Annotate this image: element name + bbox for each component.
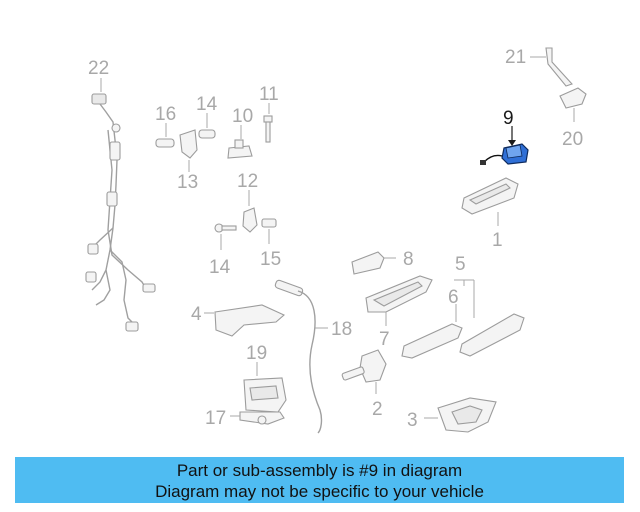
callout-22: 22 [88, 58, 109, 79]
callout-2: 2 [372, 399, 383, 420]
callout-20: 20 [562, 129, 583, 150]
callout-15: 15 [260, 249, 281, 270]
part-11-bolt[interactable] [263, 103, 273, 143]
callout-11: 11 [259, 84, 279, 105]
callout-16: 16 [155, 104, 176, 125]
part-6-handle-cover[interactable] [401, 304, 463, 359]
part-8-bracket[interactable] [351, 251, 396, 275]
part-21-bracket[interactable] [530, 47, 573, 87]
parts-diagram: 22 16 14 13 10 11 12 14 15 [85, 47, 587, 434]
part-2-lock-cylinder[interactable] [341, 349, 387, 394]
part-3-housing[interactable] [424, 397, 497, 433]
callout-12: 12 [237, 171, 258, 192]
part-20-clip[interactable] [559, 87, 587, 122]
part-14-screw-lower[interactable] [214, 223, 237, 250]
callout-5: 5 [455, 254, 466, 275]
callout-9: 9 [503, 108, 514, 129]
callout-18: 18 [331, 319, 352, 340]
callout-14-upper: 14 [196, 94, 218, 115]
info-banner: Part or sub-assembly is #9 in diagram Di… [15, 457, 624, 503]
part-7-handle-base[interactable] [365, 275, 433, 326]
part-1-handle[interactable] [461, 177, 519, 226]
part-16-pin[interactable] [155, 123, 175, 148]
callout-17: 17 [205, 408, 226, 429]
part-22-wiring-harness[interactable] [85, 78, 156, 332]
callout-1: 1 [492, 230, 503, 251]
part-4-handle-frame[interactable] [204, 304, 286, 337]
part-12-clip[interactable] [242, 190, 258, 233]
callout-8: 8 [403, 249, 414, 270]
banner-line-1: Part or sub-assembly is #9 in diagram [176, 461, 463, 480]
part-18-cable[interactable] [274, 279, 328, 434]
part-9-lock-actuator[interactable] [480, 126, 529, 165]
callout-14-lower: 14 [209, 257, 231, 278]
callout-13: 13 [177, 172, 198, 193]
callout-6: 6 [448, 287, 459, 308]
callout-21: 21 [505, 47, 526, 68]
callout-19: 19 [246, 343, 267, 364]
part-15-pin[interactable] [261, 218, 277, 244]
callout-7: 7 [379, 329, 390, 350]
banner-line-2: Diagram may not be specific to your vehi… [155, 482, 484, 501]
part-19-actuator[interactable] [243, 362, 287, 413]
callout-10: 10 [232, 106, 253, 127]
part-10-striker[interactable] [227, 125, 253, 159]
part-5-handle-assembly[interactable] [454, 279, 525, 357]
callout-3: 3 [407, 410, 418, 431]
part-14-screw-upper[interactable] [198, 113, 216, 139]
part-13-bracket[interactable] [179, 129, 198, 172]
part-17-rod[interactable] [230, 411, 285, 425]
callout-4: 4 [191, 304, 202, 325]
